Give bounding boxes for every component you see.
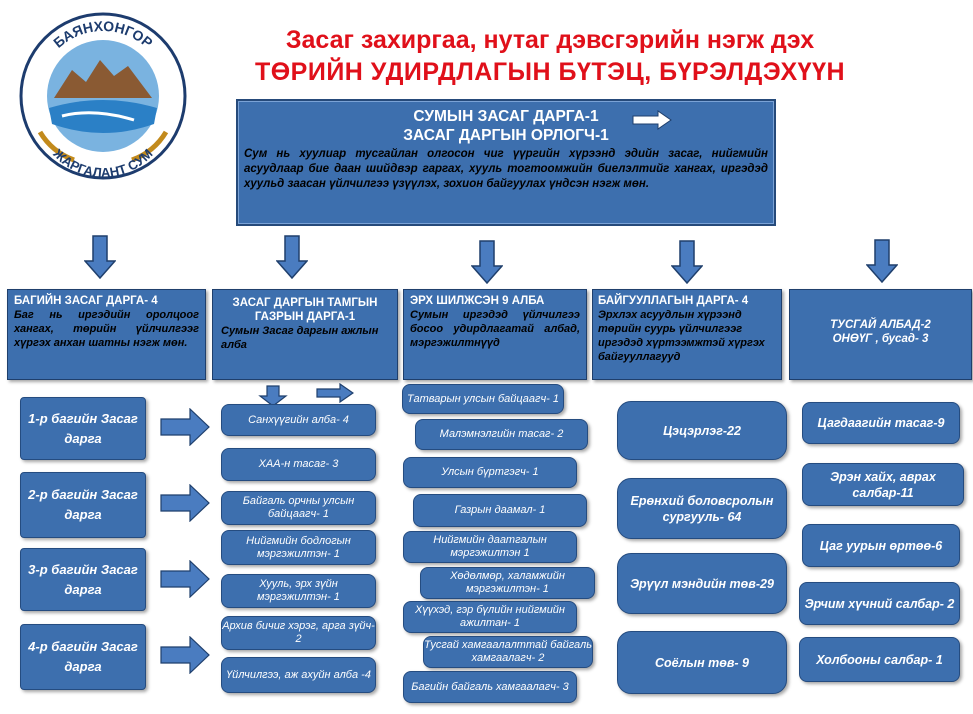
org-item: Эрүүл мэндийн төв-29: [617, 553, 787, 614]
special-item: Холбооны салбар- 1: [799, 637, 960, 682]
org-item: Цэцэрлэг-22: [617, 401, 787, 460]
down-arrow-icon: [866, 239, 898, 283]
transfer-item: Газрын даамал- 1: [413, 494, 587, 527]
col-org-desc: Эрхлэх асуудлын хүрээнд төрийн суурь үйл…: [598, 309, 765, 363]
sum-description: Сум нь хуулиар тусгайлан олгосон чиг үүр…: [244, 148, 768, 190]
alba-item: Үйлчилгээ, аж ахуйн алба -4: [221, 657, 376, 693]
col-transferred-title: ЭРХ ШИЛЖСЭН 9 АЛБА: [410, 295, 545, 307]
down-arrow-icon: [276, 235, 308, 279]
col-special: ТУСГАЙ АЛБАД-2 ОНӨҮГ , бусад- 3: [789, 289, 972, 380]
alba-item: Байгаль орчны улсын байцаагч- 1: [221, 491, 376, 525]
transfer-item: Улсын бүртгэгч- 1: [403, 457, 577, 488]
sum-logo: БАЯНХОНГОР ЖАРГАЛАНТ СУМ: [19, 12, 187, 180]
bag-1-governor: 1-р багийн Засаг дарга: [20, 397, 146, 460]
right-arrow-icon: [160, 484, 210, 522]
col-office-title: ЗАСАГ ДАРГЫН ТАМГЫН ГАЗРЫН ДАРГА-1: [232, 297, 378, 323]
col-org-title: БАЙГУУЛЛАГЫН ДАРГА- 4: [598, 295, 749, 307]
col-bag-title: БАГИЙН ЗАСАГ ДАРГА- 4: [14, 295, 158, 307]
right-arrow-icon: [160, 636, 210, 674]
transfer-item: Хөдөлмөр, халамжийн мэргэжилтэн- 1: [420, 567, 595, 599]
col-office-head: ЗАСАГ ДАРГЫН ТАМГЫН ГАЗРЫН ДАРГА-1 Сумын…: [212, 289, 398, 380]
transfer-item: Хүүхэд, гэр бүлийн нийгмийн ажилтан- 1: [403, 601, 577, 633]
deputy-governor-title: ЗАСАГ ДАРГЫН ОРЛОГЧ-1: [403, 127, 609, 144]
col-bag-desc: Баг нь иргэдийн оролцоог хангах, төрийн …: [14, 309, 199, 349]
down-arrow-small-icon: [258, 385, 288, 407]
sum-governor-title: СУМЫН ЗАСАГ ДАРГА-1: [413, 108, 599, 125]
transfer-item: Малэмнэлгийн тасаг- 2: [415, 419, 588, 450]
col-transferred-desc: Сумын иргэдэд үйлчилгээ босоо удирдлагат…: [410, 309, 580, 349]
transfer-item: Тусгай хамгаалалттай байгаль хамгаалагч-…: [423, 636, 593, 668]
sum-governor-box: СУМЫН ЗАСАГ ДАРГА-1 ЗАСАГ ДАРГЫН ОРЛОГЧ-…: [236, 99, 776, 226]
right-arrow-icon: [160, 560, 210, 598]
col-bag-governor: БАГИЙН ЗАСАГ ДАРГА- 4 Баг нь иргэдийн ор…: [7, 289, 206, 380]
col-transferred: ЭРХ ШИЛЖСЭН 9 АЛБА Сумын иргэдэд үйлчилг…: [403, 289, 587, 380]
right-arrow-icon: [632, 110, 672, 130]
transfer-item: Багийн байгаль хамгаалагч- 3: [403, 671, 577, 703]
bag-2-governor: 2-р багийн Засаг дарга: [20, 472, 146, 538]
special-item: Эрэн хайх, аврах салбар-11: [802, 463, 964, 506]
special-item: Цагдаагийн тасаг-9: [802, 402, 960, 444]
right-arrow-icon: [160, 408, 210, 446]
title-line-1: Засаг захиргаа, нутаг дэвсгэрийн нэгж дэ…: [285, 26, 815, 54]
alba-item: ХАА-н тасаг- 3: [221, 448, 376, 481]
title-line-2: ТӨРИЙН УДИРДЛАГЫН БҮТЭЦ, БҮРЭЛДЭХҮҮН: [254, 58, 846, 86]
org-item: Ерөнхий боловсролын сургууль- 64: [617, 478, 787, 539]
col-special-desc: ОНӨҮГ , бусад- 3: [832, 333, 929, 345]
alba-item: Хууль, эрх зүйн мэргэжилтэн- 1: [221, 574, 376, 608]
transfer-item: Нийгмийн даатгалын мэргэжилтэн 1: [403, 531, 577, 563]
org-item: Соёлын төв- 9: [617, 631, 787, 694]
special-item: Цаг уурын өртөө-6: [802, 524, 960, 567]
bag-3-governor: 3-р багийн Засаг дарга: [20, 548, 146, 611]
alba-item: Санхүүгийн алба- 4: [221, 404, 376, 436]
down-arrow-icon: [84, 235, 116, 279]
col-special-title: ТУСГАЙ АЛБАД-2: [830, 319, 931, 331]
col-office-desc: Сумын Засаг даргын ажлын алба: [221, 325, 379, 351]
right-arrow-small-icon: [316, 383, 354, 403]
special-item: Эрчим хүчний салбар- 2: [799, 582, 960, 625]
col-organizations: БАЙГУУЛЛАГЫН ДАРГА- 4 Эрхлэх асуудлын хү…: [592, 289, 782, 380]
alba-item: Архив бичиг хэрэг, арга зүйч- 2: [221, 616, 376, 650]
down-arrow-icon: [471, 240, 503, 284]
bag-4-governor: 4-р багийн Засаг дарга: [20, 624, 146, 690]
transfer-item: Татварын улсын байцаагч- 1: [402, 384, 564, 414]
down-arrow-icon: [671, 240, 703, 284]
alba-item: Нийгмийн бодлогын мэргэжилтэн- 1: [221, 530, 376, 565]
